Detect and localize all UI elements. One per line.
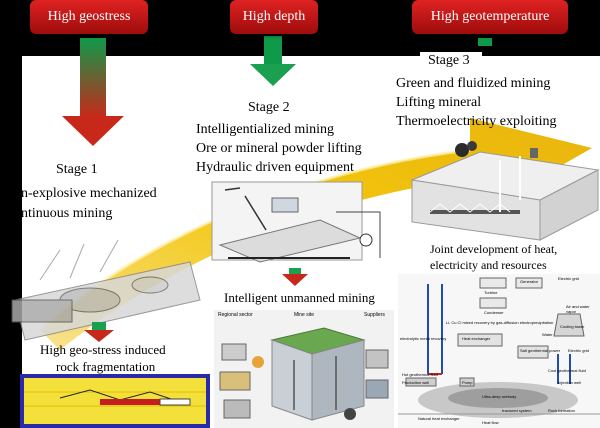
label-metal-recovery: electrolytic metal recovery <box>400 336 447 341</box>
stage1-caption-1: High geo-stress induced <box>40 342 166 357</box>
stage2-item-1: Intelligentialized mining <box>196 122 335 137</box>
label-water: Water <box>542 332 553 337</box>
label-heat-flow: Heat flow <box>482 420 499 425</box>
stage2-item-2: Ore or mineral powder lifting <box>196 141 362 156</box>
depth-label: High depth <box>242 9 306 24</box>
label-hot-geothermal: Hot geothermal fluid <box>402 372 438 377</box>
stage2-item-3: Hydraulic driven equipment <box>196 160 354 175</box>
label-fractured: fractured system <box>502 408 532 413</box>
geotemperature-banner: High geotemperature <box>412 0 568 34</box>
geostress-label: High geostress <box>47 9 131 24</box>
stage3-caption-1: Joint development of heat, <box>430 242 558 256</box>
label-natural-heat: Natural heat exchanger <box>418 416 460 421</box>
geostress-banner: High geostress <box>30 0 148 34</box>
label-cool-fluid: Cool geothermal fluid <box>548 368 586 373</box>
block-diagram-illustration <box>410 141 600 241</box>
label-electric-grid-2: Electric grid <box>568 348 589 353</box>
label-recovery: Li, Cu Cl mixed recovery by gas-diffusio… <box>446 320 554 325</box>
stage1-line2: ontinuous mining <box>14 206 113 221</box>
stage3-item-2: Lifting mineral <box>396 95 482 110</box>
stage1-caption-2: rock fragmentation <box>56 359 156 374</box>
temp-arrow <box>478 38 492 46</box>
label-generator: Generator <box>520 279 539 284</box>
label-heat-exchanger: Heat exchanger <box>462 336 491 341</box>
stage3-item-1: Green and fluidized mining <box>396 76 551 91</box>
stage2-down-arrow <box>282 268 308 286</box>
stress-arrow <box>62 38 124 146</box>
label-cooling-tower: Cooling tower <box>560 324 585 329</box>
stage2-title: Stage 2 <box>248 100 290 115</box>
stage3-title-box <box>420 52 482 72</box>
mining-system-illustration <box>211 181 381 263</box>
stage1-title: Stage 1 <box>56 162 98 177</box>
stage3-caption-2: electricity and resources <box>430 258 547 272</box>
panel-label-regional: Regional sector <box>218 312 253 318</box>
tunnel-machine-illustration <box>11 239 201 341</box>
rock-fragmentation-panel <box>20 374 210 428</box>
label-condenser: Condenser <box>484 310 504 315</box>
label-pump: Pump <box>462 380 473 385</box>
label-turbine: Turbine <box>484 290 498 295</box>
geothermal-system-panel: Generator Turbine Electric grid Air and … <box>398 274 600 428</box>
stage1-line1: on-explosive mechanized <box>14 186 157 201</box>
stage2-caption: Intelligent unmanned mining <box>224 290 375 305</box>
label-rock-formation: Rock formation <box>548 408 575 413</box>
label-power: Salt geothermal power <box>520 348 561 353</box>
label-ultra-deep: Ultra-deep orebody <box>482 394 517 399</box>
stage1-down-arrow <box>84 322 114 342</box>
geotemperature-label: High geotemperature <box>430 9 550 24</box>
panel-label-mine-site: Mine site <box>294 312 315 318</box>
mine-site-panel: Regional sector Mine site Suppliers <box>214 310 394 428</box>
depth-banner: High depth <box>230 0 318 34</box>
label-air-water: Air and water vapor <box>566 304 590 314</box>
label-production-well: Production well <box>402 380 430 385</box>
stage3-title: Stage 3 <box>428 53 470 68</box>
label-injection-well: Injection well <box>558 380 581 385</box>
label-electric-grid: Electric grid <box>558 276 579 281</box>
stage3-item-3: Thermoelectricity exploiting <box>396 114 557 129</box>
depth-arrow <box>250 36 296 86</box>
panel-label-suppliers: Suppliers <box>364 312 385 318</box>
